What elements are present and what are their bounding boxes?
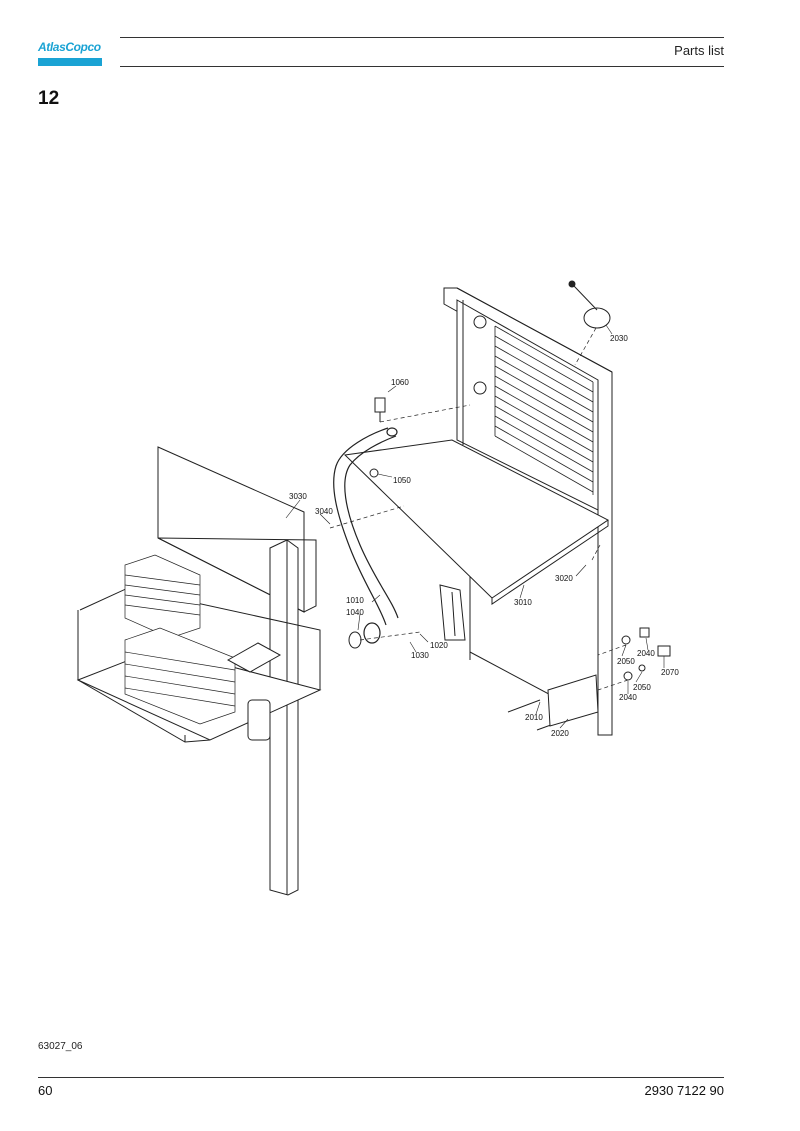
header-rule-top xyxy=(120,37,724,38)
callout-2040-a: 2040 xyxy=(637,649,655,658)
fitting-1060 xyxy=(374,397,386,422)
callout-2050-b: 2050 xyxy=(633,683,651,692)
ball-valve xyxy=(568,280,611,329)
page-title: Parts list xyxy=(674,43,724,58)
gasket-ring xyxy=(348,631,362,649)
callout-1060: 1060 xyxy=(391,378,409,387)
callout-1030: 1030 xyxy=(411,651,429,660)
callout-2010: 2010 xyxy=(525,713,543,722)
front-post xyxy=(269,539,299,896)
callout-3040: 3040 xyxy=(315,507,333,516)
logo-bar xyxy=(38,58,102,66)
page-number: 60 xyxy=(38,1083,53,1098)
side-panel xyxy=(157,446,317,613)
callout-1050: 1050 xyxy=(393,476,411,485)
header-rule-bottom xyxy=(120,66,724,67)
assembly-lines xyxy=(329,327,629,691)
callout-2050-a: 2050 xyxy=(617,657,635,666)
drawing-reference: 63027_06 xyxy=(38,1041,83,1052)
document-number: 2930 7122 90 xyxy=(644,1083,724,1098)
callout-1020: 1020 xyxy=(430,641,448,650)
atlas-copco-logo: AtlasCopco xyxy=(38,39,102,67)
callout-leaders xyxy=(285,324,665,729)
pipe-1010 xyxy=(333,427,399,644)
fitting-1050 xyxy=(369,468,379,478)
radiator-back-panel xyxy=(443,287,613,736)
callout-labels: 2030 1060 1050 3030 3040 1010 1040 1020 … xyxy=(289,334,679,738)
callout-3010: 3010 xyxy=(514,598,532,607)
fittings-2040-2050 xyxy=(621,627,671,681)
section-number: 12 xyxy=(38,88,60,109)
callout-2030: 2030 xyxy=(610,334,628,343)
base-plate xyxy=(343,439,609,605)
heat-exchanger-stacks xyxy=(124,554,236,725)
logo-wordmark: AtlasCopco xyxy=(38,40,101,54)
callout-3030: 3030 xyxy=(289,492,307,501)
footer-rule xyxy=(38,1077,724,1078)
callout-2020: 2020 xyxy=(551,729,569,738)
callout-1040: 1040 xyxy=(346,608,364,617)
callout-1010: 1010 xyxy=(346,596,364,605)
callout-3020: 3020 xyxy=(555,574,573,583)
bolts-2010-2020 xyxy=(507,674,599,731)
callout-2070: 2070 xyxy=(661,668,679,677)
support-bracket xyxy=(439,584,466,641)
mounting-flange xyxy=(226,642,282,673)
callout-2040-b: 2040 xyxy=(619,693,637,702)
